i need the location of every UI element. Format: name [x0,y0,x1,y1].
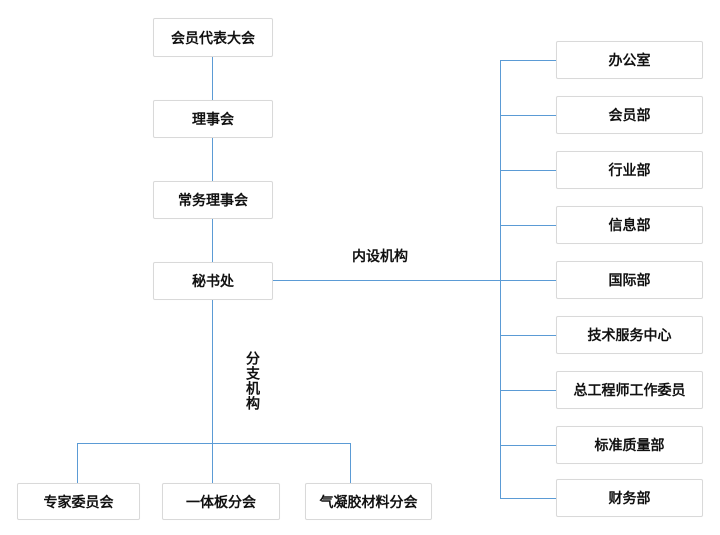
label-internal-orgs: 内设机构 [352,248,408,264]
connector-branch-drop-3 [350,443,351,483]
node-information-dept: 信息部 [556,206,703,244]
node-industry-dept: 行业部 [556,151,703,189]
connector-dept-stub-8 [500,445,556,446]
connector-dept-stub-3 [500,170,556,171]
label-branch-orgs: 分支机构 [245,351,261,411]
connector-branch-bus [77,443,350,444]
node-expert-committee: 专家委员会 [17,483,140,520]
connector-internal-bus [500,60,501,498]
connector-dept-stub-6 [500,335,556,336]
node-chief-engineer-committee: 总工程师工作委员 [556,371,703,409]
node-international-dept: 国际部 [556,261,703,299]
connector-dept-stub-9 [500,498,556,499]
node-membership-dept: 会员部 [556,96,703,134]
connector-chain-1 [212,57,213,100]
node-integrated-panel-branch: 一体板分会 [162,483,280,520]
connector-dept-stub-4 [500,225,556,226]
connector-chain-3 [212,219,213,262]
connector-dept-stub-5 [500,280,556,281]
connector-dept-stub-7 [500,390,556,391]
node-secretariat: 秘书处 [153,262,273,300]
node-council: 理事会 [153,100,273,138]
node-standing-council: 常务理事会 [153,181,273,219]
node-finance-dept: 财务部 [556,479,703,517]
node-standards-quality-dept: 标准质量部 [556,426,703,464]
connector-internal-main [273,280,501,281]
connector-branch-drop-1 [77,443,78,483]
connector-branch-trunk [212,300,213,483]
node-aerogel-materials-branch: 气凝胶材料分会 [305,483,432,520]
connector-chain-2 [212,138,213,181]
node-member-congress: 会员代表大会 [153,18,273,57]
node-office: 办公室 [556,41,703,79]
connector-dept-stub-1 [500,60,556,61]
connector-dept-stub-2 [500,115,556,116]
node-tech-service-center: 技术服务中心 [556,316,703,354]
